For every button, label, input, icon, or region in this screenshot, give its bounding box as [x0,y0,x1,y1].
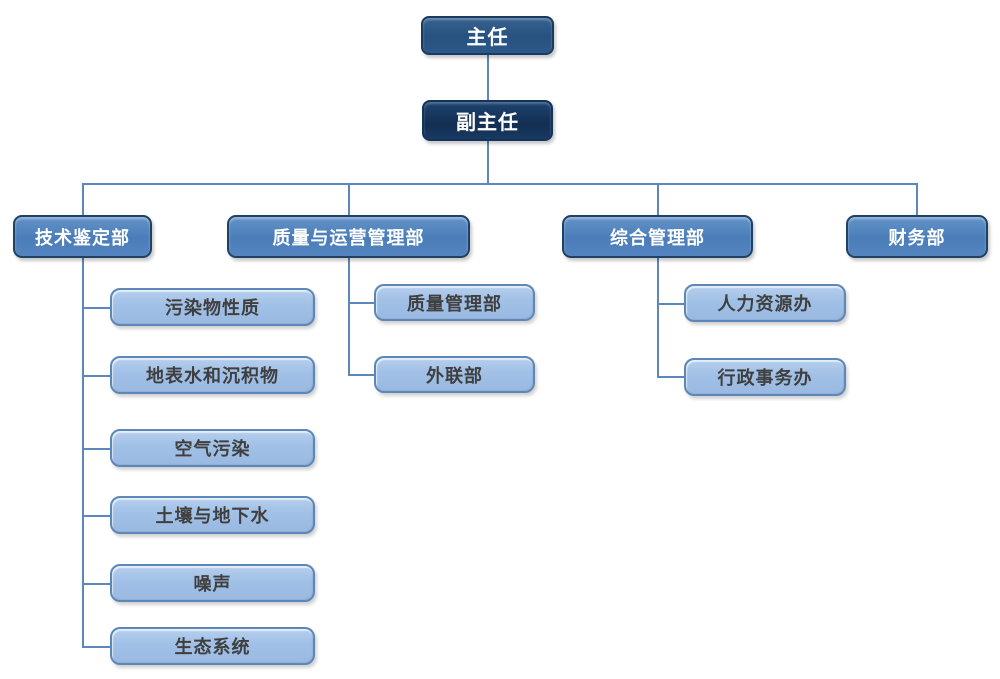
connector-stub [82,646,110,648]
node-label: 行政事务办 [717,368,813,388]
node-dept-finance[interactable]: 财务部 [846,215,988,258]
node-dept-quality-operations[interactable]: 质量与运营管理部 [227,215,470,258]
node-label: 土壤与地下水 [155,506,270,526]
node-label: 人力资源办 [717,294,813,314]
node-unit-external-liaison[interactable]: 外联部 [374,356,535,393]
connector-deputy-trunk [487,141,489,183]
node-unit-pollutant-properties[interactable]: 污染物性质 [110,288,315,326]
connector-trunk-dept-2 [657,258,659,377]
node-unit-soil-groundwater[interactable]: 土壤与地下水 [110,496,315,534]
node-unit-noise[interactable]: 噪声 [110,564,315,602]
node-label: 技术鉴定部 [35,227,130,248]
node-unit-ecosystem[interactable]: 生态系统 [110,627,315,665]
connector-stub [348,374,374,376]
connector-drop-dept-3 [916,183,918,215]
node-label: 生态系统 [174,637,251,657]
connector-stub [82,307,110,309]
node-label: 噪声 [193,574,232,594]
connector-trunk-dept-0 [82,258,84,647]
connector-drop-dept-2 [657,183,659,215]
node-label: 污染物性质 [165,298,260,318]
connector-stub [348,302,374,304]
node-label: 副主任 [456,112,519,134]
node-label: 质量与运营管理部 [272,227,425,248]
connector-stub [82,583,110,585]
node-deputy-director[interactable]: 副主任 [422,100,553,141]
connector-stub [82,375,110,377]
node-unit-air-pollution[interactable]: 空气污染 [110,429,315,467]
connector-stub [657,376,684,378]
node-unit-human-resources[interactable]: 人力资源办 [684,284,846,322]
node-label: 财务部 [888,227,946,248]
node-label: 地表水和沉积物 [146,366,279,386]
node-unit-surface-water-sediment[interactable]: 地表水和沉积物 [110,356,315,394]
connector-main-horizontal [82,183,917,185]
node-unit-quality-management[interactable]: 质量管理部 [374,284,535,321]
node-director[interactable]: 主任 [421,16,554,55]
node-label: 综合管理部 [610,227,705,248]
connector-stub [82,448,110,450]
node-label: 外联部 [426,365,483,386]
connector-trunk-dept-1 [348,258,350,375]
connector-director-deputy [487,55,489,100]
connector-drop-dept-1 [348,183,350,215]
node-label: 空气污染 [174,439,251,459]
node-dept-technical-appraisal[interactable]: 技术鉴定部 [13,215,152,258]
connector-drop-dept-0 [82,183,84,215]
node-label: 质量管理部 [407,293,502,314]
node-dept-general-management[interactable]: 综合管理部 [562,215,753,258]
node-label: 主任 [466,27,509,49]
connector-stub [82,515,110,517]
connector-stub [657,303,684,305]
node-unit-administrative-affairs[interactable]: 行政事务办 [684,358,846,396]
